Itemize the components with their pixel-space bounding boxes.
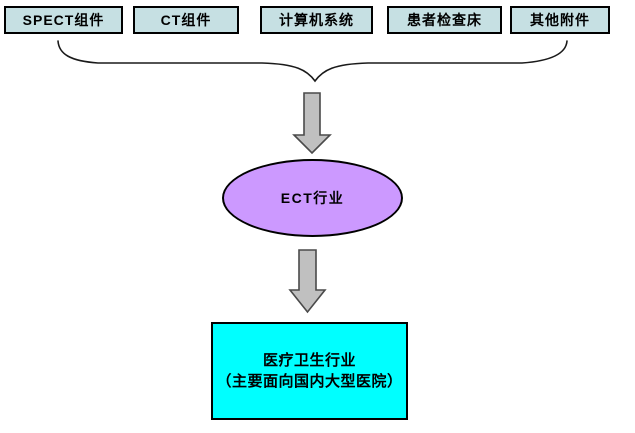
component-box-spect: SPECT组件 bbox=[4, 6, 123, 34]
medical-industry-box: 医疗卫生行业 （主要面向国内大型医院） bbox=[211, 322, 408, 420]
down-arrow-icon-top bbox=[292, 92, 332, 155]
down-arrow-icon-bottom bbox=[288, 249, 327, 314]
component-box-ct: CT组件 bbox=[133, 6, 239, 34]
component-label: 计算机系统 bbox=[279, 12, 354, 28]
component-label: 患者检查床 bbox=[407, 12, 482, 28]
medical-industry-line1: 医疗卫生行业 bbox=[262, 352, 356, 369]
ect-industry-ellipse: ECT行业 bbox=[222, 159, 403, 237]
component-label: 其他附件 bbox=[530, 12, 590, 28]
gather-brace-icon bbox=[57, 40, 568, 83]
component-box-other-accessories: 其他附件 bbox=[510, 6, 610, 34]
component-box-computer-system: 计算机系统 bbox=[260, 6, 373, 34]
component-label: SPECT组件 bbox=[22, 12, 105, 28]
ellipse-label: ECT行业 bbox=[280, 190, 345, 206]
medical-industry-line2: （主要面向国内大型医院） bbox=[216, 373, 403, 390]
component-box-patient-bed: 患者检查床 bbox=[387, 6, 502, 34]
component-label: CT组件 bbox=[160, 12, 212, 28]
